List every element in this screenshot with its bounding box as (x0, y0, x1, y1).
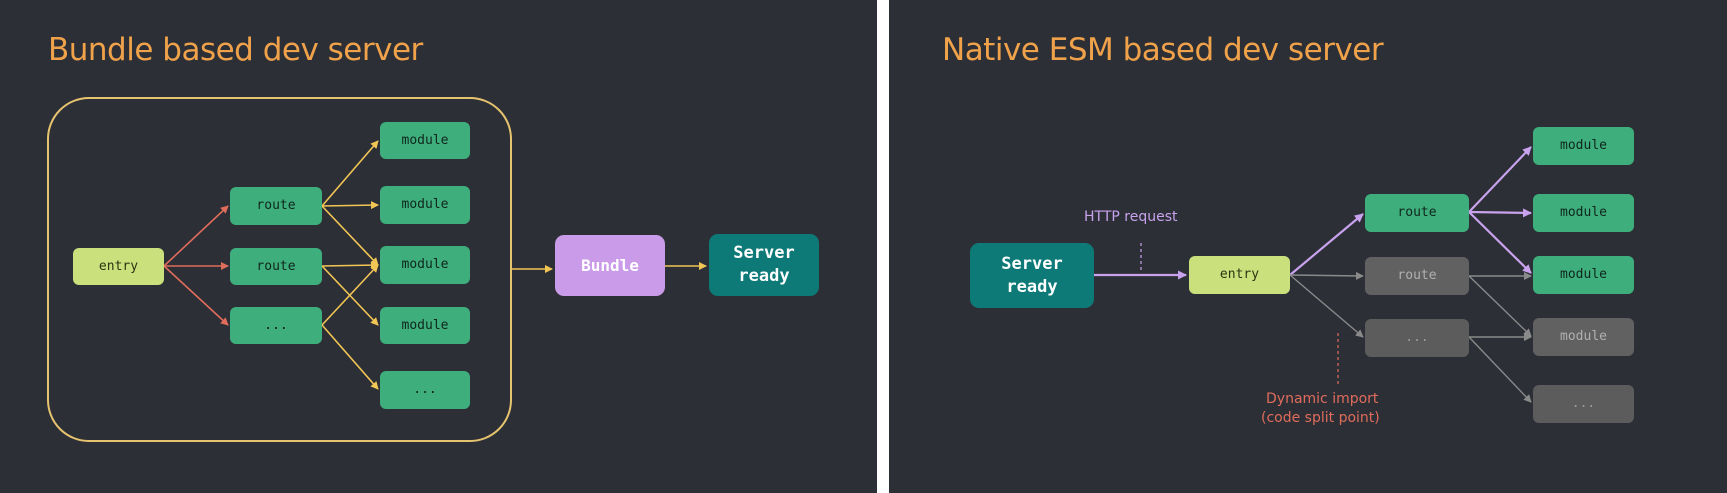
arrow-route3-module-5 (1468, 336, 1532, 403)
arrow-entry-route-1 (163, 205, 229, 267)
right-module-node-1: module (1533, 127, 1634, 165)
left-module-node-2: module (380, 186, 470, 224)
arrow-entry-route-3 (163, 265, 229, 326)
arrow-route1-module-1 (1468, 146, 1532, 213)
arrow-route1-module-3 (1468, 211, 1532, 274)
arrow-entry-route-2 (1289, 271, 1364, 280)
right-entry-node: entry (1189, 256, 1290, 294)
arrow-route1-module-2 (1468, 208, 1532, 218)
left-route-node-2: route (230, 248, 322, 285)
arrow-route3-module-5 (321, 324, 379, 390)
right-server-ready-node: Server ready (970, 243, 1094, 308)
native-esm-panel: Native ESM based dev server (889, 0, 1727, 493)
dynamic-import-label: Dynamic import (1266, 391, 1379, 407)
left-entry-node: entry (73, 248, 164, 285)
arrow-route2-module-3 (321, 261, 379, 270)
right-route-node-2: route (1365, 257, 1469, 295)
arrow-entry-route-1 (1289, 213, 1364, 276)
bundle-panel-title: Bundle based dev server (48, 32, 423, 68)
arrow-entry-route-3 (1289, 274, 1364, 338)
right-route-node-3: ... (1365, 319, 1469, 357)
right-route-node-1: route (1365, 194, 1469, 232)
http-request-label: HTTP request (1084, 209, 1178, 225)
left-module-node-5: ... (380, 371, 470, 409)
esm-arrows (1094, 146, 1532, 403)
arrow-route1-module-3 (321, 205, 379, 266)
left-module-node-3: module (380, 246, 470, 284)
right-module-node-3: module (1533, 256, 1634, 294)
arrow-route2-module-4 (1468, 275, 1532, 337)
esm-panel-title: Native ESM based dev server (942, 32, 1384, 68)
left-server-ready-node: Server ready (709, 234, 819, 296)
code-split-point-label: (code split point) (1261, 410, 1380, 426)
right-module-node-4: module (1533, 318, 1634, 356)
bundle-arrows (163, 140, 707, 390)
left-module-node-4: module (380, 307, 470, 344)
right-module-node-5: ... (1533, 385, 1634, 423)
arrow-route1-module-1 (321, 140, 379, 207)
right-module-node-2: module (1533, 194, 1634, 232)
left-route-node-3: ... (230, 307, 322, 344)
arrow-route1-module-2 (321, 201, 379, 210)
left-module-node-1: module (380, 122, 470, 159)
bundle-frame (47, 97, 512, 442)
arrow-route3-module-3 (321, 264, 379, 326)
left-route-node-1: route (230, 187, 322, 225)
bundle-based-panel: Bundle based dev server (0, 0, 877, 493)
bundle-node: Bundle (555, 235, 665, 296)
